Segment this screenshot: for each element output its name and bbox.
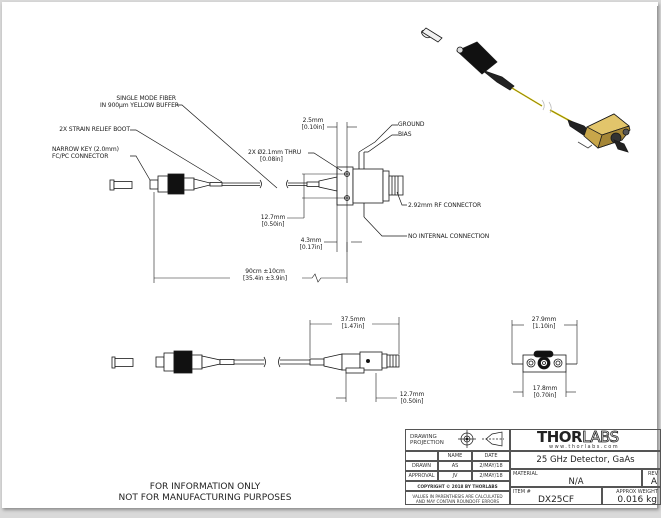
callout-fiber-line1: SINGLE MODE FIBER	[116, 95, 176, 102]
dim-value: 2.5mm	[302, 117, 324, 124]
col-date-header: DATE	[472, 451, 510, 461]
detector-body-top	[336, 152, 404, 217]
drawing-title: 25 GHz Detector, GaAs	[510, 451, 661, 469]
weight-label: APPROX WEIGHT	[616, 489, 658, 495]
rev-value: A	[650, 477, 657, 487]
values-note: VALUES IN PARENTHESIS ARE CALCULATED AND…	[405, 491, 510, 505]
logo-thor: THOR	[537, 428, 583, 446]
values-note-line1: VALUES IN PARENTHESIS ARE CALCULATED	[412, 494, 503, 499]
dim-37-5mm: 37.5mm [1.47in]	[336, 316, 370, 330]
blank-header-cell	[405, 451, 438, 461]
approval-date: 2/MAY/18	[472, 471, 510, 481]
dim-value-in: [35.4in ±3.9in]	[243, 275, 287, 282]
callout-fc-connector: NARROW KEY (2.0mm) FC/PC CONNECTOR	[52, 146, 119, 160]
dim-2-5mm: 2.5mm [0.10in]	[298, 117, 328, 131]
dim-27-9mm: 27.9mm [1.10in]	[528, 316, 560, 330]
dim-value-in: [0.10in]	[301, 124, 325, 131]
dim-value: 27.9mm	[531, 316, 557, 323]
dim-value: 4.3mm	[300, 237, 322, 244]
weight-readout: 0.016 kg	[617, 495, 657, 505]
fc-connector-top	[149, 173, 338, 195]
dim-12-7mm-top: 12.7mm [0.50in]	[258, 214, 288, 228]
callout-fiber-line2: IN 900µm YELLOW BUFFER	[100, 102, 179, 109]
dim-value: 12.7mm	[399, 391, 425, 398]
dim-12-7mm-bottom: 12.7mm [0.50in]	[397, 391, 427, 405]
dim-value-in: [0.50in]	[261, 221, 285, 228]
approval-name: JV	[438, 471, 472, 481]
front-dimension-lines	[511, 320, 578, 397]
callout-strain-relief-boot: 2X STRAIN RELIEF BOOT	[59, 126, 130, 133]
material-label: MATERIAL	[513, 471, 538, 477]
drawn-name: AS	[438, 461, 472, 471]
weight-cell: APPROX WEIGHT 0.016 kg	[602, 487, 661, 505]
dim-17-8mm: 17.8mm [0.70in]	[529, 385, 561, 399]
dim-cable-length: 90cm ±10cm [35.4in ±3.9in]	[230, 268, 300, 282]
callout-mounting-holes: 2X Ø2.1mm THRU [0.08in]	[248, 149, 301, 163]
dim-value: 17.8mm	[532, 385, 558, 392]
item-label: ITEM #	[513, 489, 531, 495]
projection-label-2: PROJECTION	[410, 440, 444, 446]
approval-label: APPROVAL	[405, 471, 438, 481]
notice-line2: NOT FOR MANUFACTURING PURPOSES	[118, 493, 292, 503]
item-value: DX25CF	[537, 495, 574, 505]
weight-value: 0.016	[617, 495, 644, 505]
callout-thru-line2: [0.08in]	[260, 156, 283, 163]
rev-cell: REV A	[642, 469, 661, 487]
logo-labs: LABS	[582, 428, 620, 447]
copyright: COPYRIGHT © 2018 BY THORLABS	[405, 481, 510, 491]
callout-thru-line1: 2X Ø2.1mm THRU	[248, 149, 302, 156]
material-cell: MATERIAL N/A	[510, 469, 642, 487]
side-dimension-lines	[309, 317, 400, 402]
projection-cell: DRAWING PROJECTION	[405, 429, 510, 451]
dim-value-in: [0.70in]	[533, 392, 557, 399]
leader-lines	[130, 104, 407, 237]
callout-no-internal-connection: NO INTERNAL CONNECTION	[408, 233, 490, 240]
callout-fiber: SINGLE MODE FIBER IN 900µm YELLOW BUFFER	[100, 95, 179, 109]
dim-value: 12.7mm	[260, 214, 286, 221]
notice-line1: FOR INFORMATION ONLY	[149, 482, 261, 492]
values-note-line2: AND MAY CONTAIN ROUNDOFF ERRORS	[415, 499, 500, 504]
dim-value-in: [0.17in]	[299, 244, 323, 251]
dim-4-3mm: 4.3mm [0.17in]	[297, 237, 325, 251]
document-page: SINGLE MODE FIBER IN 900µm YELLOW BUFFER…	[2, 2, 661, 511]
dim-value: 90cm ±10cm	[245, 268, 285, 275]
front-view	[512, 350, 577, 373]
drawing-frame	[6, 6, 658, 509]
callout-connector-line2: FC/PC CONNECTOR	[52, 153, 109, 160]
col-name-header: NAME	[438, 451, 472, 461]
dim-value-in: [1.47in]	[341, 323, 365, 330]
isometric-view	[421, 27, 631, 153]
dim-value-in: [1.10in]	[532, 323, 556, 330]
drawn-label: DRAWN	[405, 461, 438, 471]
side-view	[111, 350, 400, 374]
projection-symbols	[458, 430, 504, 448]
dim-value: 37.5mm	[340, 316, 366, 323]
rev-label: REV	[647, 471, 658, 477]
drawn-date: 2/MAY/18	[472, 461, 510, 471]
projection-label-1: DRAWING	[410, 434, 437, 440]
dimension-lines	[153, 122, 362, 283]
material-value: N/A	[568, 477, 584, 487]
information-notice: FOR INFORMATION ONLY NOT FOR MANUFACTURI…	[100, 482, 310, 504]
dust-cap-top	[109, 179, 133, 191]
dim-value-in: [0.50in]	[400, 398, 424, 405]
item-cell: ITEM # DX25CF	[510, 487, 602, 505]
callout-rf-connector: 2.92mm RF CONNECTOR	[408, 202, 482, 209]
thorlabs-logo: THORLABS	[537, 428, 620, 447]
callout-connector-line1: NARROW KEY (2.0mm)	[52, 146, 119, 153]
title-block: DRAWING PROJECTION NAME DATE DRAWN AS 2/…	[405, 429, 661, 511]
callout-ground: GROUND	[398, 121, 425, 128]
weight-unit: kg	[646, 495, 657, 505]
callout-bias: BIAS	[398, 131, 412, 138]
logo-url: www.thorlabs.com	[549, 444, 620, 450]
